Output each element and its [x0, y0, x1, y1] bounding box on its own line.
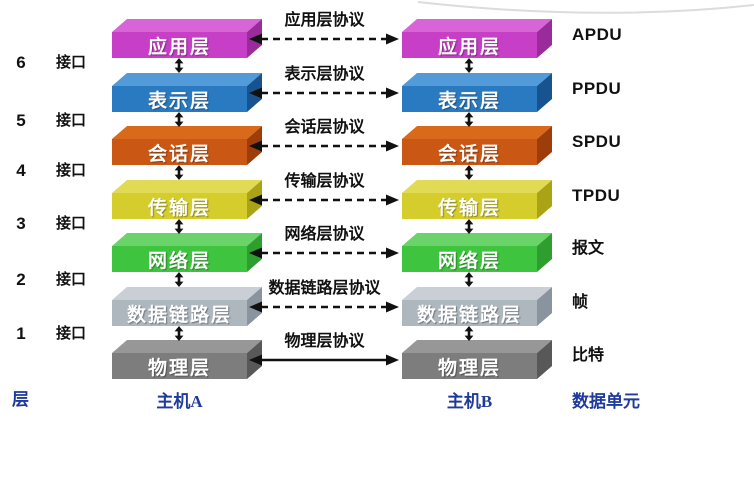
layer-box-transport-host-a: 传输层	[112, 180, 262, 219]
box-top-face	[402, 19, 552, 32]
layer-name-label: 数据链路层	[402, 300, 537, 326]
layer-box-presentation-host-a: 表示层	[112, 73, 262, 112]
box-top-face	[402, 340, 552, 353]
layer-box-presentation-host-b: 表示层	[402, 73, 552, 112]
layer-name-label: 传输层	[402, 193, 537, 219]
protocol-label-session: 会话层协议	[284, 119, 365, 136]
layer-name-label: 表示层	[402, 86, 537, 112]
host-a-label: 主机A	[156, 392, 203, 411]
box-side-face	[537, 287, 552, 326]
protocol-arrow-physical	[249, 354, 399, 366]
interface-number-2: 2	[16, 270, 26, 289]
interlayer-arrow-host-a-1	[174, 58, 184, 73]
layer-name-label: 应用层	[402, 32, 537, 58]
box-top-face	[402, 126, 552, 139]
layer-name-label: 表示层	[112, 86, 247, 112]
protocol-label-network: 网络层协议	[284, 226, 365, 243]
data-unit-apdu: APDU	[572, 25, 623, 44]
box-side-face	[537, 126, 552, 165]
interface-label-4: 接口	[56, 163, 87, 179]
interlayer-arrow-host-a-5	[174, 272, 184, 287]
box-top-face	[112, 340, 262, 353]
layer-box-network-host-b: 网络层	[402, 233, 552, 272]
interlayer-arrow-host-b-6	[464, 326, 474, 341]
interlayer-arrow-host-a-2	[174, 112, 184, 127]
layer-name-label: 网络层	[402, 246, 537, 272]
protocol-label-data-link: 数据链路层协议	[268, 280, 381, 297]
data-unit-column-label: 数据单元	[572, 392, 640, 411]
background-swoosh	[417, 1, 754, 14]
protocol-arrow-network	[249, 247, 399, 259]
protocol-label-presentation: 表示层协议	[284, 66, 365, 83]
layer-box-physical-host-a: 物理层	[112, 340, 262, 379]
protocol-label-transport: 传输层协议	[284, 173, 365, 190]
interface-label-6: 接口	[56, 55, 87, 71]
interface-number-3: 3	[16, 214, 26, 233]
protocol-label-physical: 物理层协议	[284, 333, 365, 350]
interface-number-1: 1	[16, 324, 26, 343]
interface-label-3: 接口	[56, 216, 87, 232]
interlayer-arrow-host-a-4	[174, 219, 184, 234]
box-top-face	[112, 180, 262, 193]
protocol-arrow-transport	[249, 194, 399, 206]
interface-label-1: 接口	[56, 326, 87, 342]
layer-box-session-host-a: 会话层	[112, 126, 262, 165]
box-top-face	[112, 126, 262, 139]
axis-label-layer: 层	[12, 390, 29, 409]
interlayer-arrow-host-b-5	[464, 272, 474, 287]
layer-box-physical-host-b: 物理层	[402, 340, 552, 379]
host-b-label: 主机B	[446, 392, 493, 411]
box-top-face	[402, 287, 552, 300]
layer-box-application-host-b: 应用层	[402, 19, 552, 58]
interlayer-arrow-host-b-2	[464, 112, 474, 127]
interlayer-arrow-host-a-3	[174, 165, 184, 180]
layer-box-transport-host-b: 传输层	[402, 180, 552, 219]
interlayer-arrow-host-a-6	[174, 326, 184, 341]
data-unit-message: 报文	[572, 240, 605, 257]
box-side-face	[537, 180, 552, 219]
interlayer-arrow-host-b-3	[464, 165, 474, 180]
box-top-face	[402, 73, 552, 86]
layer-box-data-link-host-a: 数据链路层	[112, 287, 262, 326]
layer-name-label: 传输层	[112, 193, 247, 219]
box-top-face	[112, 73, 262, 86]
box-side-face	[537, 73, 552, 112]
layer-name-label: 会话层	[402, 139, 537, 165]
interface-number-4: 4	[16, 161, 26, 180]
layer-name-label: 物理层	[112, 353, 247, 379]
protocol-arrow-application	[249, 33, 399, 45]
layer-name-label: 数据链路层	[112, 300, 247, 326]
layer-name-label: 会话层	[112, 139, 247, 165]
data-unit-spdu: SPDU	[572, 132, 622, 151]
interlayer-arrow-host-b-4	[464, 219, 474, 234]
layer-box-network-host-a: 网络层	[112, 233, 262, 272]
layer-name-label: 物理层	[402, 353, 537, 379]
protocol-arrow-data-link	[249, 301, 399, 313]
interface-label-2: 接口	[56, 272, 87, 288]
data-unit-tpdu: TPDU	[572, 186, 621, 205]
box-side-face	[537, 340, 552, 379]
box-top-face	[112, 19, 262, 32]
layer-box-application-host-a: 应用层	[112, 19, 262, 58]
layer-box-session-host-b: 会话层	[402, 126, 552, 165]
interface-label-5: 接口	[56, 113, 87, 129]
box-top-face	[402, 180, 552, 193]
data-unit-frame: 帧	[572, 294, 589, 311]
data-unit-ppdu: PPDU	[572, 79, 622, 98]
layer-name-label: 网络层	[112, 246, 247, 272]
box-side-face	[537, 19, 552, 58]
protocol-arrow-presentation	[249, 87, 399, 99]
interface-number-6: 6	[16, 53, 26, 72]
protocol-label-application: 应用层协议	[284, 12, 365, 29]
box-top-face	[112, 287, 262, 300]
protocol-arrow-session	[249, 140, 399, 152]
layer-name-label: 应用层	[112, 32, 247, 58]
interlayer-arrow-host-b-1	[464, 58, 474, 73]
layer-box-data-link-host-b: 数据链路层	[402, 287, 552, 326]
interface-number-5: 5	[16, 111, 26, 130]
data-unit-bit: 比特	[572, 347, 605, 364]
box-top-face	[402, 233, 552, 246]
box-top-face	[112, 233, 262, 246]
box-side-face	[537, 233, 552, 272]
